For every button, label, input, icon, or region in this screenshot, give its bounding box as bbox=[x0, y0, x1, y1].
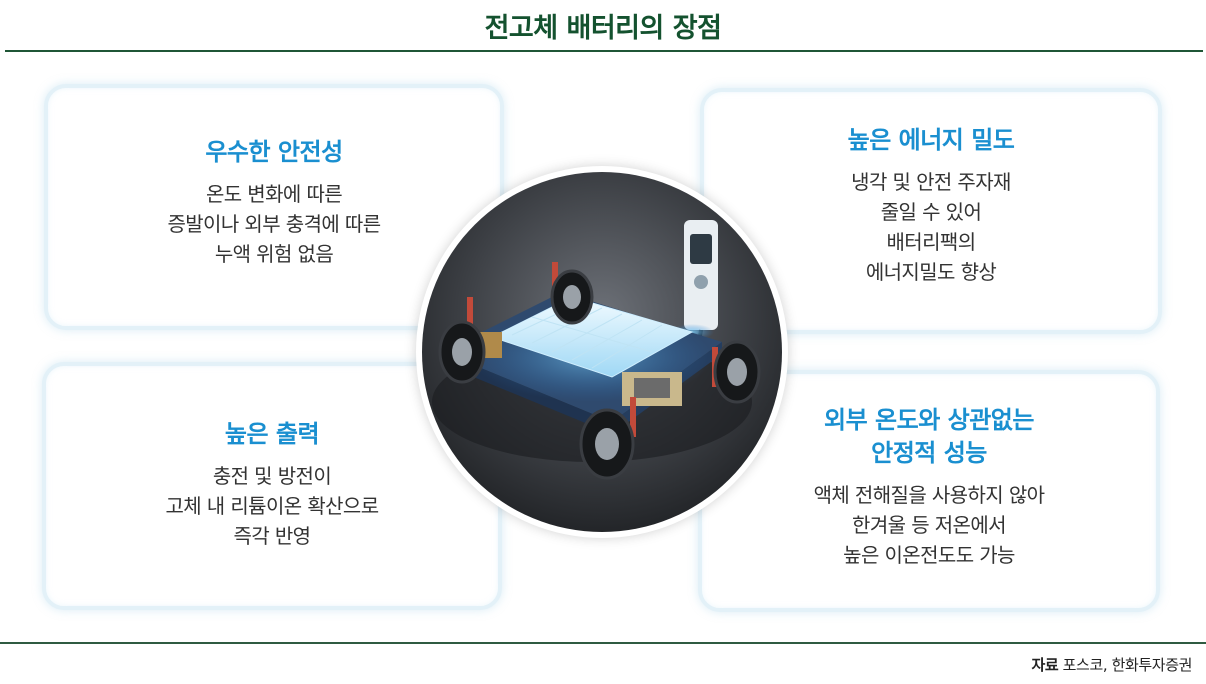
card-body: 충전 및 방전이 고체 내 리튬이온 확산으로 즉각 반영 bbox=[46, 461, 498, 551]
card-heading-line: 높은 출력 bbox=[224, 420, 320, 448]
card-heading: 높은 출력 bbox=[46, 418, 498, 451]
card-line: 누액 위험 없음 bbox=[214, 242, 334, 266]
card-heading-line: 안정적 성능 bbox=[871, 439, 987, 467]
card-line: 온도 변화에 따른 bbox=[205, 182, 343, 206]
source-caption: 자료 포스코, 한화투자증권 bbox=[1031, 654, 1192, 675]
card-heading-line: 높은 에너지 밀도 bbox=[847, 126, 1015, 154]
bottom-divider bbox=[0, 642, 1206, 644]
card-heading-line: 외부 온도와 상관없는 bbox=[824, 406, 1034, 434]
source-text: 포스코, 한화투자증권 bbox=[1062, 656, 1193, 674]
ev-battery-chassis-icon bbox=[422, 172, 782, 532]
card-heading: 외부 온도와 상관없는 안정적 성능 bbox=[702, 404, 1156, 470]
card-body: 냉각 및 안전 주자재 줄일 수 있어 배터리팩의 에너지밀도 향상 bbox=[704, 167, 1158, 287]
card-line: 에너지밀도 향상 bbox=[865, 260, 997, 284]
card-line: 줄일 수 있어 bbox=[880, 200, 982, 224]
card-line: 냉각 및 안전 주자재 bbox=[851, 170, 1011, 194]
card-line: 충전 및 방전이 bbox=[212, 464, 332, 488]
card-line: 증발이나 외부 충격에 따른 bbox=[167, 212, 381, 236]
card-heading-line: 우수한 안전성 bbox=[205, 138, 343, 166]
card-safety: 우수한 안전성 온도 변화에 따른 증발이나 외부 충격에 따른 누액 위험 없… bbox=[44, 84, 504, 330]
top-divider bbox=[5, 50, 1203, 52]
card-heading: 우수한 안전성 bbox=[48, 136, 500, 169]
card-energy-density: 높은 에너지 밀도 냉각 및 안전 주자재 줄일 수 있어 배터리팩의 에너지밀… bbox=[700, 88, 1162, 334]
card-line: 고체 내 리튬이온 확산으로 bbox=[165, 494, 379, 518]
card-body: 액체 전해질을 사용하지 않아 한겨울 등 저온에서 높은 이온전도도 가능 bbox=[702, 480, 1156, 570]
source-label: 자료 bbox=[1031, 656, 1059, 674]
card-line: 배터리팩의 bbox=[886, 230, 977, 254]
card-line: 액체 전해질을 사용하지 않아 bbox=[813, 483, 1045, 507]
card-line: 한겨울 등 저온에서 bbox=[852, 513, 1007, 537]
illustration-circle bbox=[416, 166, 788, 538]
card-line: 즉각 반영 bbox=[233, 524, 312, 548]
card-line: 높은 이온전도도 가능 bbox=[843, 543, 1015, 567]
page-title: 전고체 배터리의 장점 bbox=[484, 13, 722, 44]
card-body: 온도 변화에 따른 증발이나 외부 충격에 따른 누액 위험 없음 bbox=[48, 179, 500, 269]
card-heading: 높은 에너지 밀도 bbox=[704, 124, 1158, 157]
